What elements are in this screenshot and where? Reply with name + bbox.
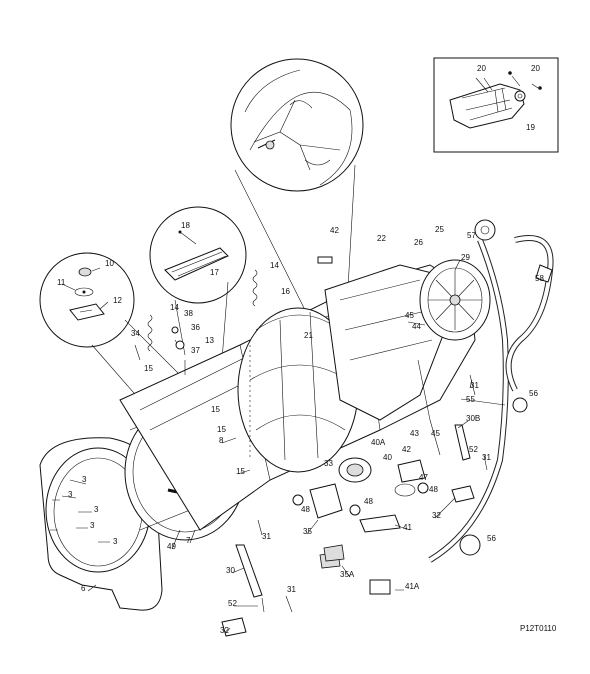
part-label-l31a: 31	[470, 381, 479, 390]
part-label-l10: 10	[105, 259, 114, 268]
part-label-l31c: 31	[262, 532, 271, 541]
part-label-l3c: 3	[94, 505, 99, 514]
part-label-l31d: 31	[287, 585, 296, 594]
part-label-l32b: 32	[220, 626, 229, 635]
part-label-l41: 41	[403, 523, 412, 532]
part-label-l49: 49	[167, 542, 176, 551]
part-label-l42: 42	[330, 226, 339, 235]
part-label-l18: 18	[181, 221, 190, 230]
part-label-l30: 30	[226, 566, 235, 575]
part-label-l52b: 52	[228, 599, 237, 608]
part-label-l30b: 30B	[466, 414, 480, 423]
part-label-l14a: 14	[270, 261, 279, 270]
springs	[147, 269, 258, 352]
part-label-l6: 6	[81, 584, 86, 593]
part-label-l48c: 48	[301, 505, 310, 514]
part-label-l34: 34	[131, 329, 140, 338]
part-label-l21: 21	[304, 331, 313, 340]
hardware	[134, 256, 488, 637]
part-label-l20a: 20	[477, 64, 486, 73]
part-label-l48b: 48	[364, 497, 373, 506]
shock-absorbers	[235, 359, 471, 598]
leader-lines	[87, 259, 506, 634]
part-label-l26: 26	[414, 238, 423, 247]
part-label-l11: 11	[57, 278, 66, 287]
part-label-l29: 29	[461, 253, 470, 262]
part-label-l36: 36	[191, 323, 200, 332]
part-label-l22: 22	[377, 234, 386, 243]
part-label-l57: 57	[467, 231, 476, 240]
part-label-l43: 43	[410, 429, 419, 438]
part-label-l35: 35	[303, 527, 312, 536]
part-label-l3a: 3	[82, 475, 87, 484]
inset-box-bearing-housing	[433, 57, 559, 153]
part-label-l14b: 14	[170, 303, 179, 312]
part-label-l3e: 3	[113, 537, 118, 546]
part-label-l32a: 32	[432, 511, 441, 520]
part-label-l58: 58	[535, 274, 544, 283]
part-label-l40a: 40A	[371, 438, 386, 447]
part-label-l56b: 56	[487, 534, 496, 543]
inner-drum	[237, 307, 359, 473]
part-label-l7: 7	[186, 536, 191, 545]
part-label-l38: 38	[184, 309, 193, 318]
drain-pump	[292, 457, 429, 533]
part-label-l20b: 20	[531, 64, 540, 73]
part-label-l8: 8	[219, 436, 224, 445]
part-label-l33: 33	[324, 459, 333, 468]
part-label-l17: 17	[210, 268, 219, 277]
drawing-code: P12T0110	[520, 624, 557, 633]
part-label-l12: 12	[113, 296, 122, 305]
part-label-l44: 44	[412, 322, 421, 331]
part-label-l15c: 15	[217, 425, 226, 434]
part-label-l25: 25	[435, 225, 444, 234]
part-label-l37: 37	[191, 346, 200, 355]
part-label-l56a: 56	[529, 389, 538, 398]
part-label-l3b: 3	[68, 490, 73, 499]
callout-circle-seal	[39, 252, 186, 401]
part-label-l40: 40	[383, 453, 392, 462]
part-label-l35a: 35A	[340, 570, 355, 579]
part-label-l15b: 15	[211, 405, 220, 414]
pulley	[419, 259, 491, 341]
rear-tub	[324, 264, 446, 421]
part-label-l45b: 45	[431, 429, 440, 438]
part-label-l16: 16	[281, 287, 290, 296]
part-label-l41a: 41A	[405, 582, 420, 591]
drain-hose	[428, 219, 554, 563]
part-label-l15a: 15	[144, 364, 153, 373]
callout-circle-bracket	[149, 206, 247, 361]
part-label-l42b: 42	[402, 445, 411, 454]
part-label-l19: 19	[526, 123, 535, 132]
part-label-l47: 47	[419, 473, 428, 482]
part-label-l45a: 45	[405, 311, 414, 320]
part-label-l48a: 48	[429, 485, 438, 494]
part-label-l3d: 3	[90, 521, 95, 530]
part-label-l55: 55	[466, 395, 475, 404]
part-label-l15d: 15	[236, 467, 245, 476]
callout-circle-spider	[230, 58, 364, 351]
part-label-l52a: 52	[469, 445, 478, 454]
part-label-l31b: 31	[482, 453, 491, 462]
part-label-l13: 13	[205, 336, 214, 345]
